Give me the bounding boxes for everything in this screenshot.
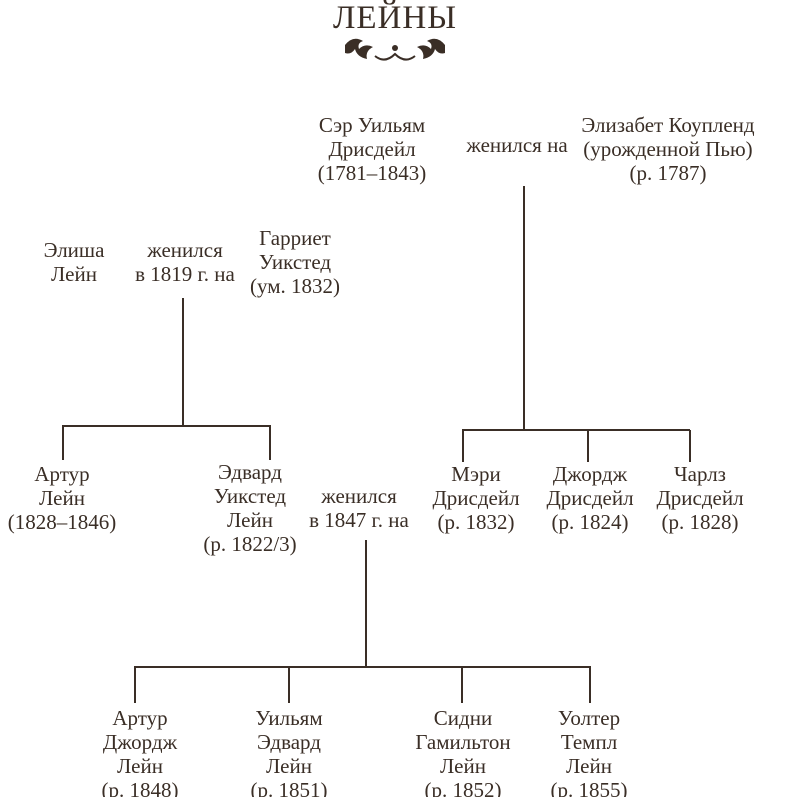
dates: (1781–1843): [317, 161, 427, 185]
name-line: Элизабет Коупленд: [581, 113, 755, 137]
dates: (ум. 1832): [250, 274, 340, 298]
name-line: Джордж: [102, 730, 178, 754]
name-line: (урожденной Пью): [583, 137, 753, 161]
connector-lines: [62, 186, 691, 703]
node-harriet-wickstead: Гарриет Уикстед (ум. 1832): [250, 226, 340, 298]
name-line: Джордж: [552, 462, 628, 486]
marriage-text: в 1847 г. на: [309, 508, 409, 532]
marriage-text: женился на: [466, 133, 568, 157]
page-title: ЛЕЙНЫ: [333, 0, 457, 36]
name-line: Эдвард: [218, 460, 282, 484]
marriage-label-2: женился в 1819 г. на: [135, 238, 235, 286]
name-line: Гамильтон: [415, 730, 511, 754]
name-line: Элиша: [43, 238, 105, 262]
name-line: Сидни: [433, 706, 493, 730]
name-line: Лейн: [266, 754, 312, 778]
dates: (р. 1851): [250, 778, 328, 797]
dates: (р. 1855): [550, 778, 628, 797]
name-line: Гарриет: [259, 226, 331, 250]
name-line: Чарлз: [674, 462, 726, 486]
name-line: Артур: [112, 706, 168, 730]
marriage-label-1: женился на: [466, 133, 567, 157]
name-line: Лейн: [440, 754, 486, 778]
name-line: Темпл: [560, 730, 618, 754]
node-elisha-lane: Элиша Лейн: [44, 238, 105, 286]
name-line: Уикстед: [213, 484, 287, 508]
name-line: Дрисдейл: [546, 486, 634, 510]
node-sidney-hamilton-lane: Сидни Гамильтон Лейн (р. 1852): [415, 706, 510, 797]
node-elizabeth-copeland: Элизабет Коупленд (урожденной Пью) (р. 1…: [581, 113, 754, 185]
dates: (1828–1846): [7, 510, 117, 534]
name-line: Сэр Уильям: [318, 113, 426, 137]
marriage-text: в 1819 г. на: [135, 262, 235, 286]
name-line: Дрисдейл: [432, 486, 520, 510]
marriage-text: женился: [147, 238, 223, 262]
marriage-label-3: женился в 1847 г. на: [309, 484, 409, 532]
name-line: Лейн: [566, 754, 612, 778]
node-walter-temple-lane: Уолтер Темпл Лейн (р. 1855): [551, 706, 628, 797]
node-george-drysdale: Джордж Дрисдейл (р. 1824): [546, 462, 633, 534]
node-william-edward-lane: Уильям Эдвард Лейн (р. 1851): [251, 706, 328, 797]
dates: (р. 1852): [424, 778, 502, 797]
name-line: Дрисдейл: [328, 137, 416, 161]
name-line: Лейн: [227, 508, 273, 532]
dates: (р. 1824): [551, 510, 629, 534]
dates: (р. 1822/3): [203, 532, 297, 556]
node-william-drysdale: Сэр Уильям Дрисдейл (1781–1843): [318, 113, 427, 185]
node-arthur-lane: Артур Лейн (1828–1846): [8, 462, 117, 534]
dates: (р. 1832): [437, 510, 515, 534]
node-charles-drysdale: Чарлз Дрисдейл (р. 1828): [656, 462, 743, 534]
name-line: Уолтер: [557, 706, 621, 730]
dates: (р. 1828): [661, 510, 739, 534]
marriage-text: женился: [321, 484, 397, 508]
name-line: Лейн: [39, 486, 85, 510]
node-mary-drysdale: Мэри Дрисдейл (р. 1832): [432, 462, 519, 534]
name-line: Мэри: [451, 462, 501, 486]
name-line: Артур: [34, 462, 90, 486]
dates: (р. 1787): [629, 161, 707, 185]
name-line: Эдвард: [257, 730, 321, 754]
node-arthur-george-lane: Артур Джордж Лейн (р. 1848): [102, 706, 179, 797]
node-edward-lane: Эдвард Уикстед Лейн (р. 1822/3): [203, 460, 296, 556]
name-line: Лейн: [51, 262, 97, 286]
name-line: Уильям: [255, 706, 323, 730]
name-line: Уикстед: [258, 250, 332, 274]
ornament-icon: [345, 38, 445, 61]
dates: (р. 1848): [101, 778, 179, 797]
name-line: Дрисдейл: [656, 486, 744, 510]
name-line: Лейн: [117, 754, 163, 778]
